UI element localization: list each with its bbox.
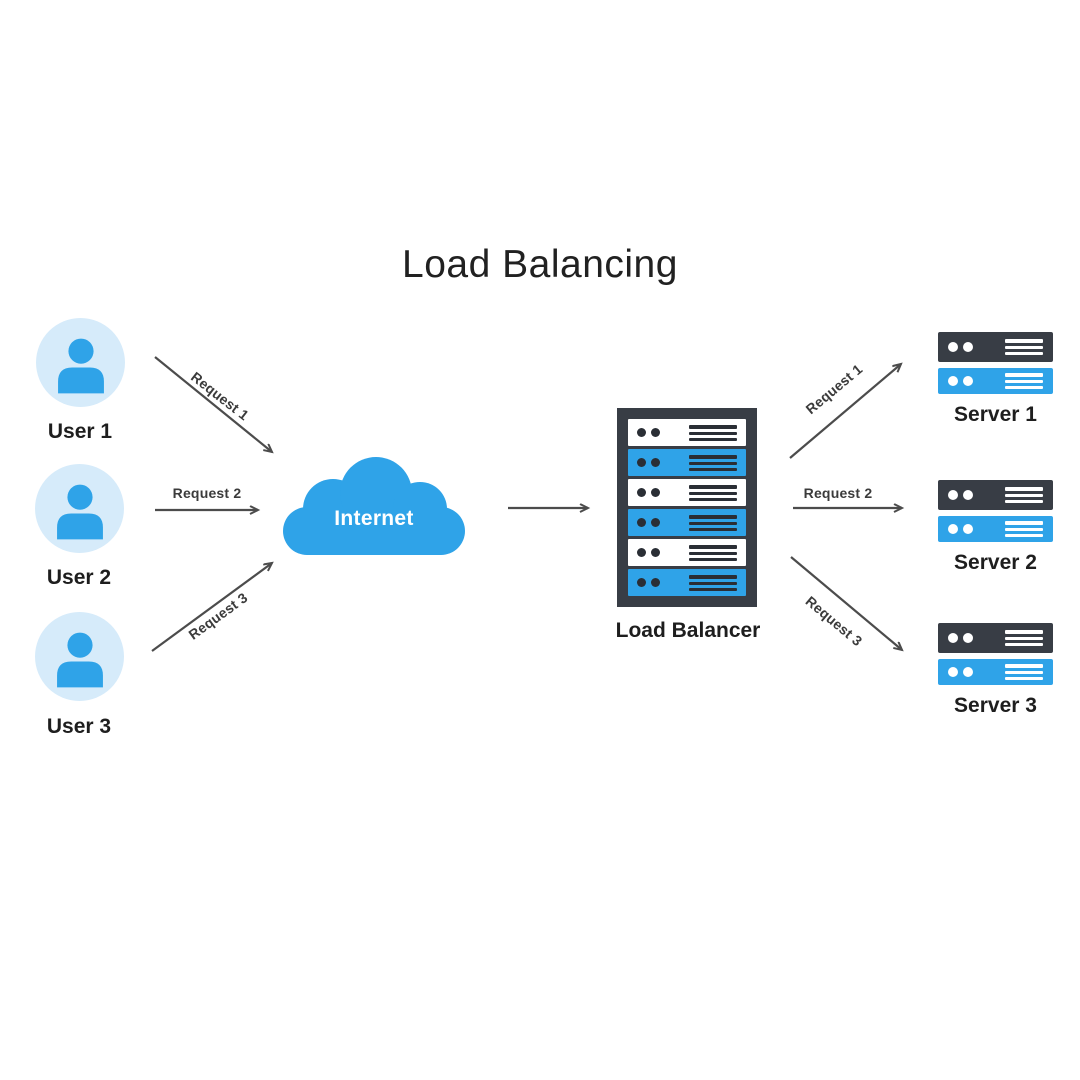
user1-label: User 1 <box>47 420 113 443</box>
server-lines-icon <box>1005 521 1043 537</box>
request1-left-label: Request 1 <box>187 368 253 424</box>
server2-label: Server 2 <box>954 551 1037 574</box>
request2-right-label: Request 2 <box>803 485 873 501</box>
server-lines-icon <box>1005 373 1043 389</box>
load-balancer-icon <box>617 408 757 607</box>
server-dots-icon <box>948 667 973 677</box>
person-icon <box>57 338 104 393</box>
server1: Server 1 <box>938 332 1053 427</box>
person-icon <box>56 484 103 539</box>
user3-label: User 3 <box>46 715 112 738</box>
server-unit-icon <box>938 368 1053 394</box>
server-lines-icon <box>1005 630 1043 646</box>
server-dots-icon <box>948 490 973 500</box>
rack-lines-icon <box>689 484 737 501</box>
server-unit-icon <box>938 480 1053 510</box>
server-dots-icon <box>948 376 973 386</box>
rack-dots-icon <box>637 578 660 587</box>
server1-label: Server 1 <box>954 403 1037 426</box>
rack-row <box>628 449 746 476</box>
server-lines-icon <box>1005 339 1043 355</box>
page-title: Load Balancing <box>402 243 678 286</box>
arrow-user3-internet <box>151 563 272 652</box>
rack-row <box>628 569 746 596</box>
server-lines-icon <box>1005 487 1043 503</box>
rack-dots-icon <box>637 428 660 437</box>
user2-avatar <box>35 464 124 553</box>
rack-lines-icon <box>689 574 737 591</box>
server-unit-icon <box>938 659 1053 685</box>
rack-row <box>628 419 746 446</box>
internet-cloud: Internet <box>283 457 465 555</box>
server-lines-icon <box>1005 664 1043 680</box>
rack-row <box>628 509 746 536</box>
request3-right-label: Request 3 <box>802 592 866 650</box>
rack-lines-icon <box>689 514 737 531</box>
rack-dots-icon <box>637 518 660 527</box>
rack-dots-icon <box>637 548 660 557</box>
user3-avatar <box>35 612 124 701</box>
request3-left-label: Request 3 <box>185 589 251 643</box>
user2-label: User 2 <box>46 566 112 589</box>
server-dots-icon <box>948 633 973 643</box>
rack-row <box>628 539 746 566</box>
rack-dots-icon <box>637 488 660 497</box>
server-unit-icon <box>938 332 1053 362</box>
rack-lines-icon <box>689 424 737 441</box>
person-icon <box>56 632 103 687</box>
rack-lines-icon <box>689 454 737 471</box>
server2: Server 2 <box>938 480 1053 575</box>
load-balancer-label: Load Balancer <box>615 619 761 642</box>
rack-lines-icon <box>689 544 737 561</box>
request1-right-label: Request 1 <box>802 360 866 418</box>
rack-row <box>628 479 746 506</box>
rack-dots-icon <box>637 458 660 467</box>
server-dots-icon <box>948 342 973 352</box>
arrow-user1-internet <box>154 356 272 452</box>
server-dots-icon <box>948 524 973 534</box>
server3-label: Server 3 <box>954 694 1037 717</box>
cloud-icon <box>283 457 465 555</box>
server-unit-icon <box>938 623 1053 653</box>
user1-avatar <box>36 318 125 407</box>
server-unit-icon <box>938 516 1053 542</box>
server3: Server 3 <box>938 623 1053 718</box>
internet-label: Internet <box>334 507 414 530</box>
request2-left-label: Request 2 <box>172 485 242 501</box>
